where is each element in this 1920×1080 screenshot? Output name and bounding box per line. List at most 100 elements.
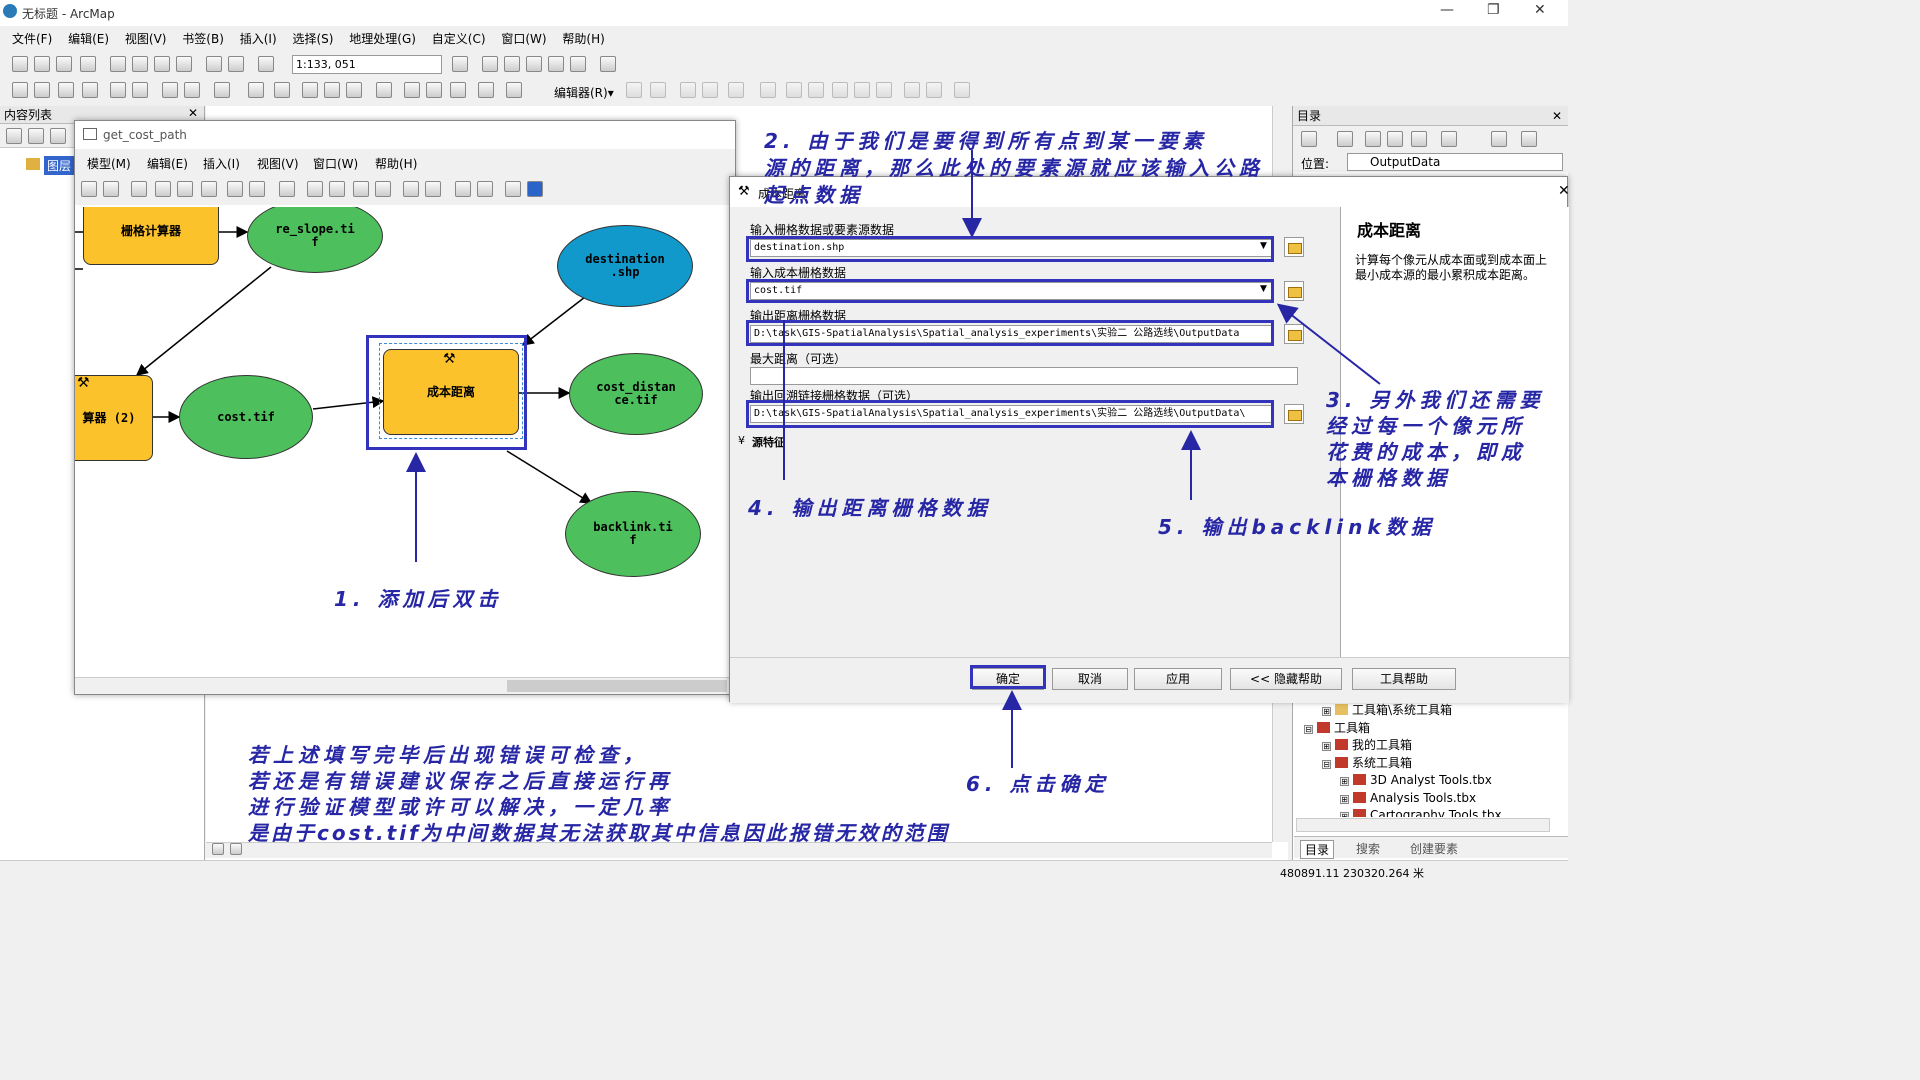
browse-folder-icon[interactable] — [1284, 404, 1304, 424]
zoom-in-icon[interactable] — [12, 82, 28, 98]
model-builder-icon[interactable] — [600, 56, 616, 72]
hyperlink-icon[interactable] — [324, 82, 340, 98]
forward-icon[interactable] — [184, 82, 200, 98]
validate-icon[interactable] — [505, 181, 521, 197]
chevron-down-icon[interactable]: ▼ — [1260, 284, 1267, 294]
close-button[interactable]: ✕ — [1534, 2, 1546, 18]
menu-edit[interactable]: 编辑(E) — [68, 32, 110, 46]
menu-customize[interactable]: 自定义(C) — [431, 32, 486, 46]
raster-calculator-2-node[interactable]: 算器 (2) — [75, 375, 153, 461]
cut-polygons-icon[interactable] — [832, 82, 848, 98]
tree-item[interactable]: ⊞Cartography Tools.tbx — [1322, 807, 1502, 817]
catalog-forward-icon[interactable] — [1337, 131, 1353, 147]
model-paste-icon[interactable] — [177, 181, 193, 197]
python-window-icon[interactable] — [570, 56, 586, 72]
back-icon[interactable] — [162, 82, 178, 98]
edit-tool-icon[interactable] — [626, 82, 642, 98]
create-features-icon[interactable] — [954, 82, 970, 98]
delete-icon[interactable] — [176, 56, 192, 72]
cut-icon[interactable] — [110, 56, 126, 72]
add-connection-icon[interactable] — [477, 181, 493, 197]
catalog-connect-folder-icon[interactable] — [1411, 131, 1427, 147]
tree-expander[interactable]: ⊞ — [1340, 812, 1349, 817]
full-extent-icon[interactable] — [82, 82, 98, 98]
add-data-icon[interactable] — [258, 56, 274, 72]
apply-button[interactable]: 应用 — [1134, 668, 1222, 690]
menu-bookmarks[interactable]: 书签(B) — [182, 32, 224, 46]
model-pan-icon[interactable] — [425, 181, 441, 197]
backlink-node[interactable]: backlink.ti f — [565, 491, 701, 577]
fixed-zoom-model-icon[interactable] — [353, 181, 369, 197]
menu-geoprocessing[interactable]: 地理处理(G) — [349, 32, 416, 46]
tree-item[interactable]: ⊞我的工具箱 — [1322, 737, 1502, 755]
zoom-out-icon[interactable] — [34, 82, 50, 98]
edit-annotation-icon[interactable] — [650, 82, 666, 98]
menu-help[interactable]: 帮助(H) — [562, 32, 605, 46]
go-to-xy-icon[interactable] — [450, 82, 466, 98]
menu-view[interactable]: 视图(V) — [124, 32, 167, 46]
tree-item[interactable]: ⊞Analysis Tools.tbx — [1322, 790, 1502, 808]
model-horizontal-scrollbar[interactable] — [75, 677, 735, 694]
model-menu-window[interactable]: 窗口(W) — [313, 157, 359, 171]
catalog-home-icon[interactable] — [1387, 131, 1403, 147]
edit-vertices-icon[interactable] — [786, 82, 802, 98]
output-distance-field[interactable]: D:\task\GIS-SpatialAnalysis\Spatial_anal… — [750, 325, 1272, 343]
tree-expander[interactable]: ⊞ — [1322, 707, 1331, 716]
run-icon[interactable] — [527, 181, 543, 197]
cost-raster-field[interactable]: cost.tif — [750, 282, 1272, 300]
model-copy-icon[interactable] — [155, 181, 171, 197]
undo-icon[interactable] — [206, 56, 222, 72]
trace-icon[interactable] — [728, 82, 744, 98]
tab-create-features[interactable]: 创建要素 — [1410, 842, 1459, 856]
select-features-icon[interactable] — [214, 82, 230, 98]
max-distance-field[interactable] — [750, 367, 1298, 385]
cost-tif-node[interactable]: cost.tif — [179, 375, 313, 459]
browse-folder-icon[interactable] — [1284, 237, 1304, 257]
toc-window-icon[interactable] — [482, 56, 498, 72]
html-popup-icon[interactable] — [346, 82, 362, 98]
save-icon[interactable] — [56, 56, 72, 72]
catalog-options-icon[interactable] — [1521, 131, 1537, 147]
re-slope-node[interactable]: re_slope.ti f — [247, 207, 383, 273]
cost-distance-node[interactable]: 成本距离 — [383, 349, 519, 435]
tree-item[interactable]: ⊟工具箱 — [1304, 720, 1502, 738]
menu-insert[interactable]: 插入(I) — [239, 32, 277, 46]
tree-item[interactable]: ⊞工具箱\系统工具箱 — [1322, 702, 1502, 720]
end-point-arc-icon[interactable] — [702, 82, 718, 98]
catalog-views-icon[interactable] — [1441, 131, 1457, 147]
editor-menu[interactable]: 编辑器(R)▾ — [554, 86, 614, 100]
fixed-zoom-in-icon[interactable] — [110, 82, 126, 98]
menu-file[interactable]: 文件(F) — [12, 32, 53, 46]
select-elements-icon[interactable] — [274, 82, 290, 98]
redo-icon[interactable] — [228, 56, 244, 72]
model-zoom-icon[interactable] — [403, 181, 419, 197]
catalog-horizontal-scrollbar[interactable] — [1296, 818, 1550, 832]
straight-segment-icon[interactable] — [680, 82, 696, 98]
tab-search[interactable]: 搜索 — [1356, 842, 1381, 856]
new-icon[interactable] — [12, 56, 28, 72]
clear-selection-icon[interactable] — [248, 82, 264, 98]
map-horizontal-scrollbar[interactable] — [206, 842, 1272, 858]
restore-button[interactable]: ❐ — [1487, 2, 1500, 18]
model-menu-view[interactable]: 视图(V) — [257, 157, 299, 171]
toc-close-icon[interactable]: ✕ — [187, 106, 198, 120]
auto-layout-icon[interactable] — [307, 181, 323, 197]
hide-help-button[interactable]: << 隐藏帮助 — [1230, 668, 1342, 690]
model-menu-edit[interactable]: 编辑(E) — [147, 157, 188, 171]
menu-select[interactable]: 选择(S) — [292, 32, 334, 46]
model-select-icon[interactable] — [455, 181, 471, 197]
raster-calculator-node[interactable]: 栅格计算器 — [83, 207, 219, 265]
tree-expander[interactable]: ⊞ — [1340, 777, 1349, 786]
tree-item[interactable]: ⊟系统工具箱 — [1322, 755, 1502, 773]
model-save-icon[interactable] — [81, 181, 97, 197]
full-extent-model-icon[interactable] — [329, 181, 345, 197]
catalog-new-icon[interactable] — [1491, 131, 1507, 147]
catalog-up-icon[interactable] — [1365, 131, 1381, 147]
model-redo-icon[interactable] — [249, 181, 265, 197]
model-menu-help[interactable]: 帮助(H) — [375, 157, 418, 171]
list-by-source-icon[interactable] — [28, 128, 44, 144]
reshape-icon[interactable] — [808, 82, 824, 98]
scale-combo[interactable]: 1:133, 051 — [292, 55, 442, 74]
list-by-drawing-order-icon[interactable] — [6, 128, 22, 144]
layers-item[interactable]: 图层 — [44, 156, 75, 175]
